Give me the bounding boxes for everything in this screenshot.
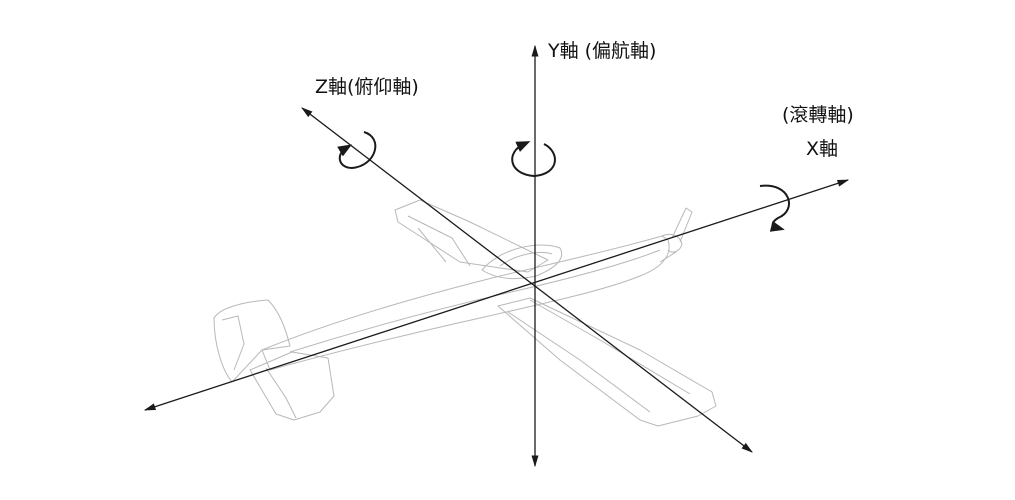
z-rotation-icon (337, 131, 377, 170)
x-rotation-icon (759, 184, 790, 232)
z-axis-line (301, 107, 753, 453)
y-rotation-icon (511, 141, 556, 178)
airplane-outline (213, 199, 717, 427)
z-axis-label: Z軸(俯仰軸) (315, 76, 419, 98)
y-axis-label: Y軸 (偏航軸) (547, 40, 656, 62)
x-axis-label: X軸 (806, 138, 838, 160)
x-axis-paren-label: (滾轉軸) (782, 104, 854, 126)
x-axis-line (143, 179, 850, 411)
